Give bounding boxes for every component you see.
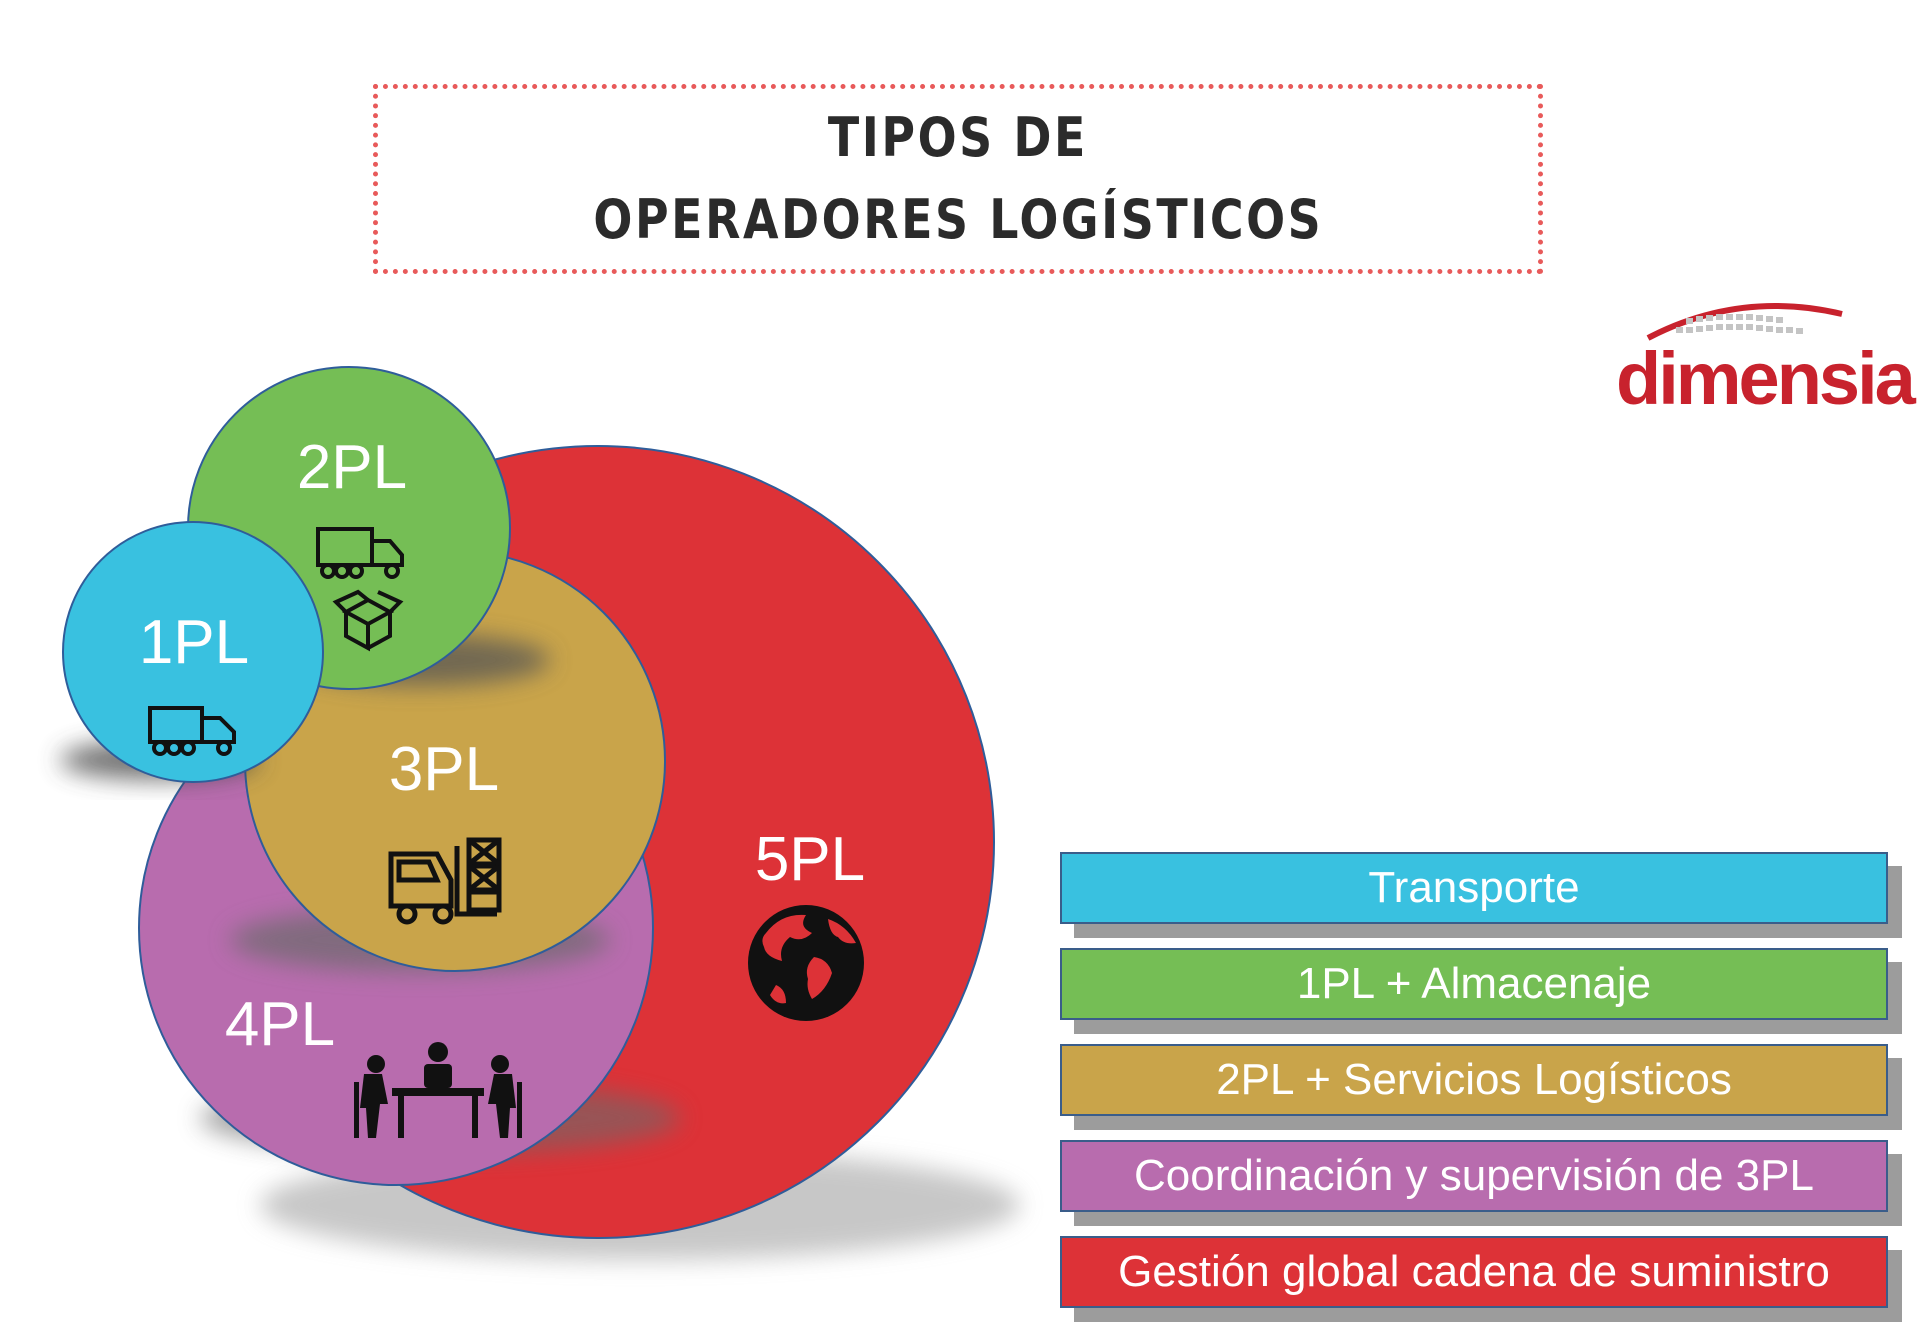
- truck-box-icon: [316, 527, 404, 652]
- meeting-icon: [354, 1042, 522, 1138]
- legend-label: Coordinación y supervisión de 3PL: [1134, 1151, 1814, 1200]
- legend-coordinacion: Coordinación y supervisión de 3PL: [1060, 1140, 1888, 1212]
- title-box: TIPOS DE OPERADORES LOGÍSTICOS: [373, 84, 1543, 274]
- title-line-2: OPERADORES LOGÍSTICOS: [593, 188, 1323, 251]
- label-3pl: 3PL: [389, 735, 499, 804]
- label-2pl: 2PL: [297, 433, 407, 502]
- legend-almacenaje: 1PL + Almacenaje: [1060, 948, 1888, 1020]
- forklift-icon: [388, 837, 502, 925]
- legend-label: Transporte: [1368, 863, 1580, 912]
- logo-graphic: [1646, 303, 1843, 341]
- legend-label: Gestión global cadena de suministro: [1118, 1247, 1830, 1296]
- globe-icon: [748, 905, 864, 1021]
- circle-1pl: 1PL: [60, 521, 324, 783]
- legend-transporte: Transporte: [1060, 852, 1888, 924]
- logo-text: dimensia: [1616, 337, 1916, 420]
- label-4pl: 4PL: [225, 990, 335, 1059]
- title-line-1: TIPOS DE: [828, 106, 1088, 169]
- legend-label: 2PL + Servicios Logísticos: [1216, 1055, 1732, 1104]
- truck-icon: [148, 706, 236, 756]
- label-1pl: 1PL: [139, 608, 249, 677]
- legend-gestion-global: Gestión global cadena de suministro: [1060, 1236, 1888, 1308]
- legend-servicios-logisticos: 2PL + Servicios Logísticos: [1060, 1044, 1888, 1116]
- legend-label: 1PL + Almacenaje: [1296, 959, 1652, 1008]
- circle-diagram: 5PL 4PL 3PL: [60, 366, 1020, 1260]
- dimensia-logo: dimensia: [1600, 300, 1916, 420]
- label-5pl: 5PL: [755, 825, 865, 894]
